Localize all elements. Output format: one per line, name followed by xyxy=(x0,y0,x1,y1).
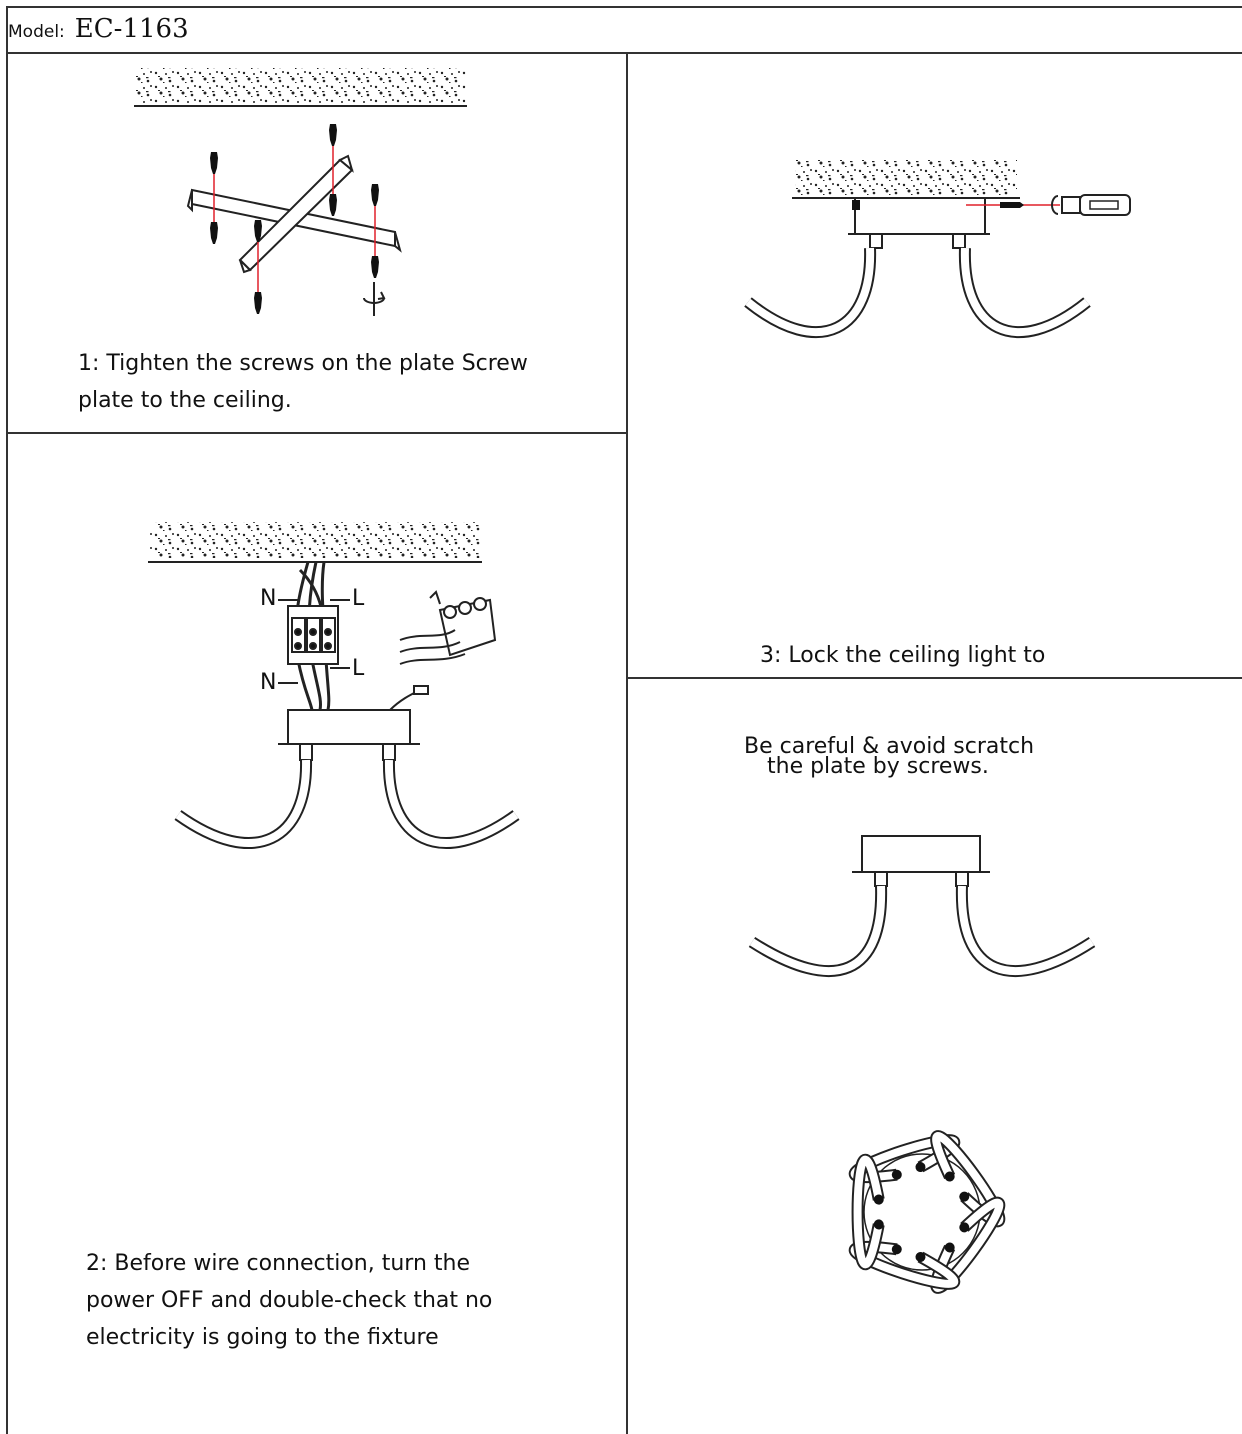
model-line: Model: EC-1163 xyxy=(8,14,189,50)
ceiling-light-side-view xyxy=(748,835,1096,978)
wire-label-n-top: N xyxy=(260,586,277,611)
terminal-connector-detail-icon xyxy=(399,590,497,665)
step-3-line-1: 3: Lock the ceiling light to xyxy=(760,643,1046,668)
plate-screws xyxy=(210,124,379,314)
ceiling-light-canopy-3 xyxy=(744,197,1091,339)
ceiling-light-top-view xyxy=(848,1130,1006,1294)
ceiling-texture-2 xyxy=(148,522,482,563)
ceiling-texture-3 xyxy=(792,160,1020,199)
step-3-caption: 3: Lock the ceiling light to the plate b… xyxy=(760,563,1045,822)
step-2-line-2: power OFF and double-check that no xyxy=(86,1288,493,1313)
right-panel-divider xyxy=(626,677,1242,679)
caution-note: Be careful & avoid scratch xyxy=(744,734,1035,759)
step-2-caption: 2: Before wire connection, turn the powe… xyxy=(86,1245,492,1356)
terminal-block xyxy=(278,599,350,684)
ceiling-texture-1 xyxy=(134,68,467,107)
mounting-plate-cross xyxy=(186,154,402,274)
rotate-arrow-icon xyxy=(363,282,386,316)
step-1-caption: 1: Tighten the screws on the plate Screw… xyxy=(78,345,528,419)
step-2-line-1: 2: Before wire connection, turn the xyxy=(86,1251,470,1276)
step-1-line-2: plate to the ceiling. xyxy=(78,388,292,413)
model-number: EC-1163 xyxy=(74,14,189,44)
ground-wire xyxy=(389,685,429,711)
wire-label-n-bottom: N xyxy=(260,670,277,695)
instruction-sheet-frame xyxy=(6,6,1242,1434)
model-label: Model: xyxy=(8,22,65,42)
step-1-line-1: 1: Tighten the screws on the plate Screw xyxy=(78,351,528,376)
step-2-line-3: electricity is going to the fixture xyxy=(86,1325,439,1350)
wire-label-l-bottom: L xyxy=(352,656,365,681)
step-3-line-2: the plate by screws. xyxy=(760,754,989,779)
header-divider xyxy=(6,52,1242,54)
wire-label-l-top: L xyxy=(352,586,365,611)
column-divider xyxy=(626,52,628,1434)
left-panel-divider xyxy=(6,432,628,434)
ceiling-light-canopy-2 xyxy=(174,709,520,849)
screwdriver-icon xyxy=(852,194,1131,216)
